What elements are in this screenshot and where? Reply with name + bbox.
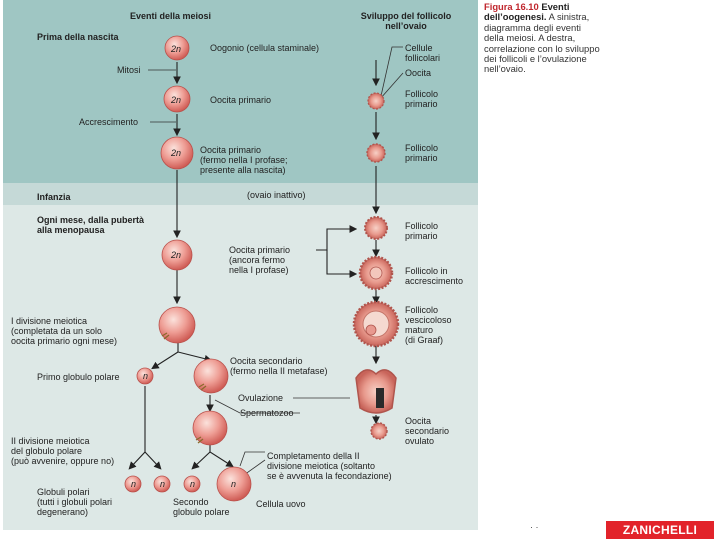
ploidy-label: n (231, 479, 237, 489)
pointer-lines (148, 46, 404, 486)
ploidy-label: 2n (171, 44, 182, 54)
label-oocita-primario: Oocita primario (210, 95, 272, 105)
period-childhood: Infanzia (37, 192, 71, 202)
chromosome-marks (161, 332, 207, 444)
label-completamento: Completamento della II divisione meiotic… (267, 451, 392, 481)
ploidy-label: n (160, 479, 166, 489)
ploidy-label: n (190, 479, 196, 489)
label-follicolo-primario: Follicolo primario (405, 143, 439, 163)
meiosis-arrows (128, 62, 234, 470)
label-follicolo-primario: Follicolo primario (405, 221, 439, 241)
label-spermatozoo: Spermatozoo (240, 408, 294, 418)
follicles (352, 92, 400, 440)
publisher-logo: ZANICHELLI (606, 521, 714, 539)
label-oocita-primario-fermo: Oocita primario (fermo nella I profase; … (200, 145, 288, 175)
band-before-birth (3, 0, 478, 183)
label-accrescimento: Accrescimento (79, 117, 139, 127)
ploidy-label: 2n (171, 148, 182, 158)
ploidy-label: 2n (171, 250, 182, 260)
label-follicolo-accrescimento: Follicolo in accrescimento (405, 266, 464, 286)
header-follicle: Sviluppo del follicolo nell’ovaio (360, 11, 452, 31)
label-secondo-globulo: Secondo globulo polare (173, 497, 230, 517)
label-oocita: Oocita (405, 68, 432, 78)
label-mitosi: Mitosi (117, 65, 141, 75)
ploidy-label: n (143, 371, 149, 381)
label-ovaio-inattivo: (ovaio inattivo) (247, 190, 306, 200)
label-oocita-primario-ancora: Oocita primario (ancora fermo nella I pr… (229, 245, 291, 275)
meiosis-cells (124, 35, 252, 502)
period-monthly: Ogni mese, dalla pubertà alla menopausa (37, 215, 145, 235)
figure-body: A sinistra, diagramma degli eventi della… (484, 11, 600, 75)
ploidy-label: n (131, 479, 137, 489)
label-prima-divisione: I divisione meiotica (completata da un s… (11, 316, 118, 346)
band-childhood (3, 183, 478, 205)
label-oocita-secondario: Oocita secondario (fermo nella II metafa… (230, 356, 328, 376)
follicle-arrows (316, 60, 380, 425)
label-ovulazione: Ovulazione (238, 393, 284, 403)
figure-title: Eventi dell’oogenesi. (484, 1, 570, 23)
label-oogonio: Oogonio (cellula staminale) (210, 43, 320, 53)
label-seconda-divisione-polare: II divisione meiotica del globulo polare… (11, 436, 115, 466)
period-before-birth: Prima della nascita (37, 32, 119, 42)
label-globuli-polari: Globuli polari (tutti i globuli polari d… (37, 487, 113, 517)
label-primo-globulo: Primo globulo polare (37, 372, 120, 382)
ploidy-label: 2n (171, 95, 182, 105)
header-meiosis: Eventi della meiosi (130, 11, 212, 21)
label-oocita-ovulato: Oocita secondario ovulato (405, 416, 450, 446)
footer-dots: · · (530, 522, 539, 532)
label-follicolo-maturo: Follicolo vescicoloso maturo (di Graaf) (405, 305, 452, 345)
figure-caption: Figura 16.10 Eventi dell’oogenesi. A sin… (484, 1, 602, 75)
label-cellule-follicolari: Cellule follicolari (405, 43, 441, 63)
label-cellula-uovo: Cellula uovo (256, 499, 306, 509)
label-follicolo-primario: Follicolo primario (405, 89, 439, 109)
figure-number: Figura 16.10 (484, 1, 539, 12)
